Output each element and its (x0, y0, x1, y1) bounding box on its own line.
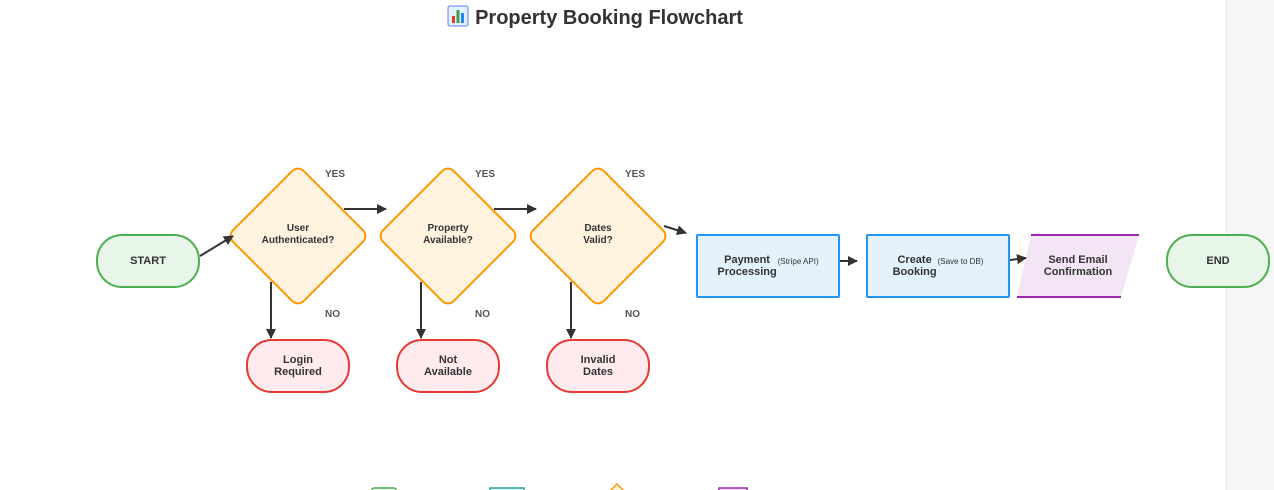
end-label: END (1206, 255, 1230, 267)
start-node[interactable]: START (96, 234, 200, 288)
no-label-auth: NO (325, 309, 340, 320)
start-label: START (130, 255, 166, 267)
no-label-dates: NO (625, 309, 640, 320)
yes-label-dates: YES (625, 169, 646, 180)
legend-decision-swatch (609, 482, 625, 490)
end-node[interactable]: END (1166, 234, 1270, 288)
payment-note: (Stripe API) (777, 257, 819, 266)
decision-auth-shape[interactable] (227, 165, 368, 306)
create-booking-note: (Save to DB) (937, 257, 984, 266)
legend-process-swatch (489, 487, 525, 490)
send-email-shape[interactable] (1017, 235, 1139, 297)
edge-booking-email (1009, 254, 1027, 265)
yes-label-auth: YES (325, 169, 346, 180)
title-text: Property Booking Flowchart (475, 7, 743, 29)
legend-io-swatch (718, 487, 748, 490)
decision-property-shape[interactable] (377, 165, 518, 306)
edge-start-auth (199, 235, 234, 257)
page-title: Property Booking Flowchart (0, 5, 1190, 33)
decision-dates-shape[interactable] (527, 165, 668, 306)
yes-label-property: YES (475, 169, 496, 180)
no-label-property: NO (475, 309, 490, 320)
edge-dates-yes (663, 225, 687, 236)
bar-chart-icon (447, 5, 469, 33)
